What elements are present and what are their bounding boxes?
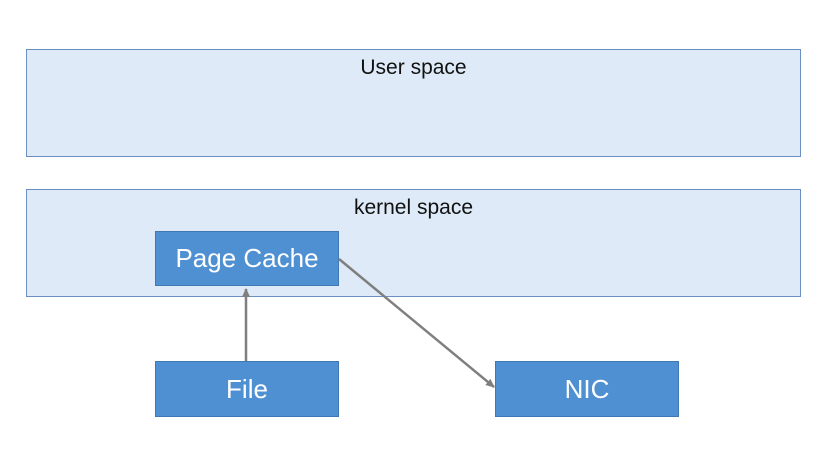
file-node: File bbox=[155, 361, 339, 417]
kernel-space-region: kernel space bbox=[26, 189, 801, 297]
kernel-space-label: kernel space bbox=[353, 196, 474, 219]
user-space-region: User space bbox=[26, 49, 801, 157]
page-cache-node: Page Cache bbox=[155, 231, 339, 286]
nic-node: NIC bbox=[495, 361, 679, 417]
user-space-label: User space bbox=[360, 56, 467, 79]
